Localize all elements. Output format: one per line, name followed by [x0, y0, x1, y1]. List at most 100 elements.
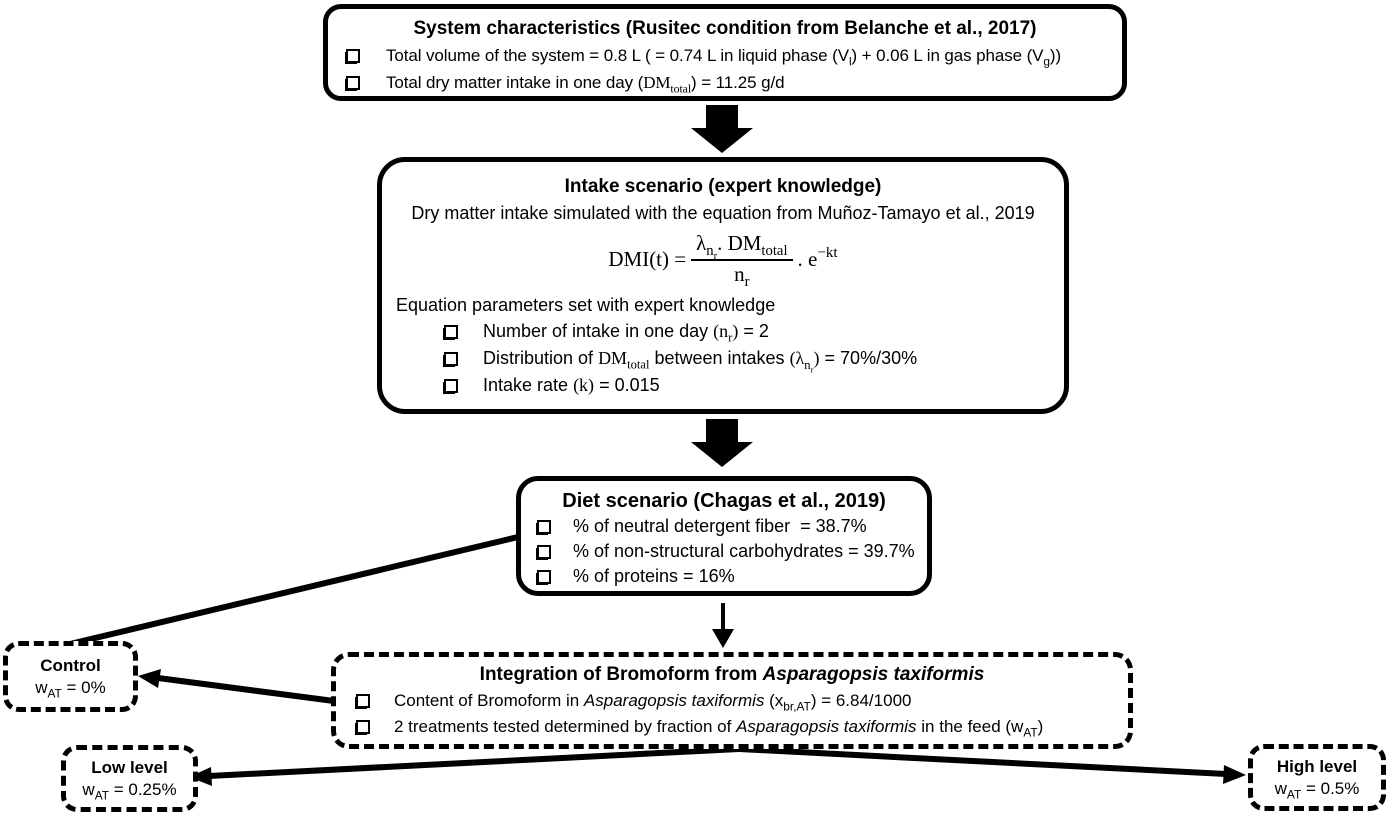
text-segment: n [734, 262, 745, 287]
math-token: DMtotal [598, 348, 649, 371]
text-segment: DM [598, 348, 628, 369]
text-segment: (x [764, 691, 784, 710]
list-item: Distribution of DMtotal between intakes … [382, 345, 1064, 374]
text-segment: = 70%/30% [819, 348, 918, 369]
text-segment: . [717, 231, 728, 255]
integration-to-low-arrow-line [208, 746, 740, 779]
ballot-box-icon [537, 544, 551, 559]
subscript: r [744, 274, 750, 291]
list-item-text: % of neutral detergent fiber = 38.7% [573, 516, 867, 536]
subscript: br,AT [783, 699, 811, 714]
text-segment: w [82, 779, 95, 799]
subscript: nr [706, 243, 718, 263]
list-item: % of neutral detergent fiber = 38.7% [521, 514, 927, 539]
ballot-box-icon [356, 694, 370, 708]
subscript: AT [1286, 786, 1302, 801]
text-segment: ) [813, 348, 820, 369]
list-item: % of non-structural carbohydrates = 39.7… [521, 539, 927, 564]
subscript: r [713, 251, 718, 263]
ballot-box-icon [537, 569, 551, 584]
text-segment: in the feed (w [916, 717, 1024, 736]
intake-box-subtitle: Dry matter intake simulated with the equ… [411, 203, 1035, 223]
list-item: 2 treatments tested determined by fracti… [336, 714, 1128, 740]
subscript: r [810, 364, 814, 375]
text-segment: ) + 0.06 L in gas phase (V [851, 46, 1044, 65]
system-characteristics-box: System characteristics (Rusitec conditio… [323, 4, 1127, 101]
text-segment: w [35, 677, 48, 697]
subscript: l [848, 54, 852, 69]
treatment-value: wAT = 0.25% [82, 779, 176, 801]
subscript: nr [804, 357, 814, 375]
math-token: (k) [573, 375, 595, 396]
list-item: % of proteins = 16% [521, 564, 927, 589]
integration-to-high-arrow-line [738, 746, 1227, 777]
math-token: (λnr) [789, 348, 820, 374]
list-item-text: Total volume of the system = 0.8 L ( = 0… [386, 42, 1061, 69]
text-segment: ) [732, 321, 739, 342]
text-segment: Content of Bromoform in [394, 691, 584, 710]
text-segment: . e [797, 246, 818, 271]
equation-fraction: λnr. DMtotal nr [691, 231, 793, 290]
ballot-box-icon [444, 351, 458, 366]
dmi-equation: DMI(t) = λnr. DMtotal nr . e−kt [382, 231, 1064, 290]
high-level-treatment-box: High level wAT = 0.5% [1248, 744, 1386, 811]
list-item: Content of Bromoform in Asparagopsis tax… [336, 688, 1128, 714]
down-block-arrow-icon [691, 419, 753, 467]
low-level-treatment-box: Low level wAT = 0.25% [61, 745, 198, 812]
ballot-box-icon [444, 378, 458, 393]
system-box-title: System characteristics (Rusitec conditio… [413, 18, 1037, 39]
ballot-box-icon [356, 720, 370, 734]
list-item-text: % of non-structural carbohydrates = 39.7… [573, 541, 915, 561]
text-segment: 2 treatments tested determined by fracti… [394, 717, 737, 736]
subscript: AT [1023, 725, 1038, 740]
equation-lhs: DMI(t) = [608, 246, 687, 271]
text-segment: Total dry matter intake in one day ( [386, 73, 644, 92]
diet-to-control-line [69, 534, 519, 647]
list-item-text: Distribution of DMtotal between intakes … [483, 345, 918, 374]
list-item-text: Intake rate (k) = 0.015 [483, 372, 660, 399]
diet-scenario-box: Diet scenario (Chagas et al., 2019) % of… [516, 476, 932, 596]
ballot-box-icon [346, 75, 360, 90]
subscript: total [761, 243, 788, 260]
left-arrowhead-icon [138, 669, 161, 688]
subscript: total [670, 81, 692, 96]
text-segment: ) [1037, 717, 1044, 736]
text-segment: n [804, 357, 811, 372]
text-segment: = 2 [738, 321, 769, 342]
text-segment: Intake rate [483, 375, 574, 396]
text-segment: = 0.5% [1301, 778, 1360, 798]
species-name: Asparagopsis taxiformis [583, 691, 765, 710]
fraction-numerator: λnr. DMtotal [691, 231, 793, 263]
control-treatment-box: Control wAT = 0% [3, 641, 138, 712]
list-item-text: Total dry matter intake in one day (DMto… [386, 69, 785, 96]
list-item: Number of intake in one day (nr) = 2 [382, 318, 1064, 345]
text-segment: (λ [789, 348, 805, 369]
text-segment: Number of intake in one day [483, 321, 714, 342]
text-segment: = 0% [61, 677, 106, 697]
text-segment: DM [643, 73, 671, 92]
text-segment: Total volume of the system = 0.8 L ( = 0… [386, 46, 849, 65]
subscript: total [627, 357, 650, 372]
math-token: (nr) [713, 321, 739, 344]
intake-scenario-box: Intake scenario (expert knowledge) Dry m… [377, 157, 1069, 414]
equation-factor: . e−kt [797, 245, 838, 272]
ballot-box-icon [537, 519, 551, 534]
treatment-value: wAT = 0.5% [1275, 778, 1360, 800]
subscript: AT [94, 787, 109, 802]
text-segment: = 0.015 [594, 375, 660, 396]
subscript: g [1043, 54, 1050, 69]
subscript: AT [47, 685, 62, 700]
treatment-value: wAT = 0% [35, 677, 106, 699]
text-segment: Distribution of [483, 348, 599, 369]
text-segment: ) = 11.25 g/d [691, 73, 785, 92]
fraction-denominator: nr [734, 261, 749, 290]
params-heading: Equation parameters set with expert know… [396, 295, 776, 316]
subscript: r [728, 330, 733, 345]
text-segment: between intakes [649, 348, 790, 369]
list-item: Total volume of the system = 0.8 L ( = 0… [328, 42, 1122, 69]
text-segment: DM [727, 231, 762, 255]
intake-box-title: Intake scenario (expert knowledge) [564, 176, 882, 197]
species-name: Asparagopsis taxiformis [736, 717, 917, 736]
treatment-label: Low level [91, 757, 168, 777]
math-token: DMtotal [643, 73, 692, 96]
